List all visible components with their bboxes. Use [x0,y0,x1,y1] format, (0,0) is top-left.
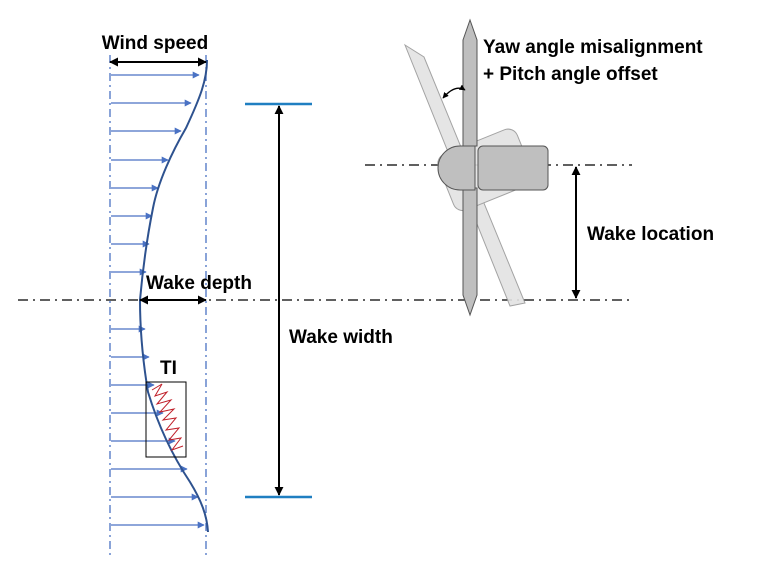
turbulence-squiggle [151,383,184,452]
ti-box [145,381,187,458]
yaw-angle-arrow [442,84,466,99]
turbine-nacelle [477,145,549,191]
pitch-offset-label: + Pitch angle offset [483,64,658,85]
wind-speed-label: Wind speed [102,33,208,54]
turbine-blade-upper [462,18,478,147]
wake-depth-label: Wake depth [146,273,252,294]
turbine-hub [437,145,476,191]
turbine [437,18,549,317]
wake-location-label: Wake location [587,224,714,245]
yaw-misalignment-label: Yaw angle misalignment [483,37,703,58]
ti-label: TI [160,358,177,379]
turbine-blade-lower [462,187,478,317]
wake-width-label: Wake width [289,327,393,348]
